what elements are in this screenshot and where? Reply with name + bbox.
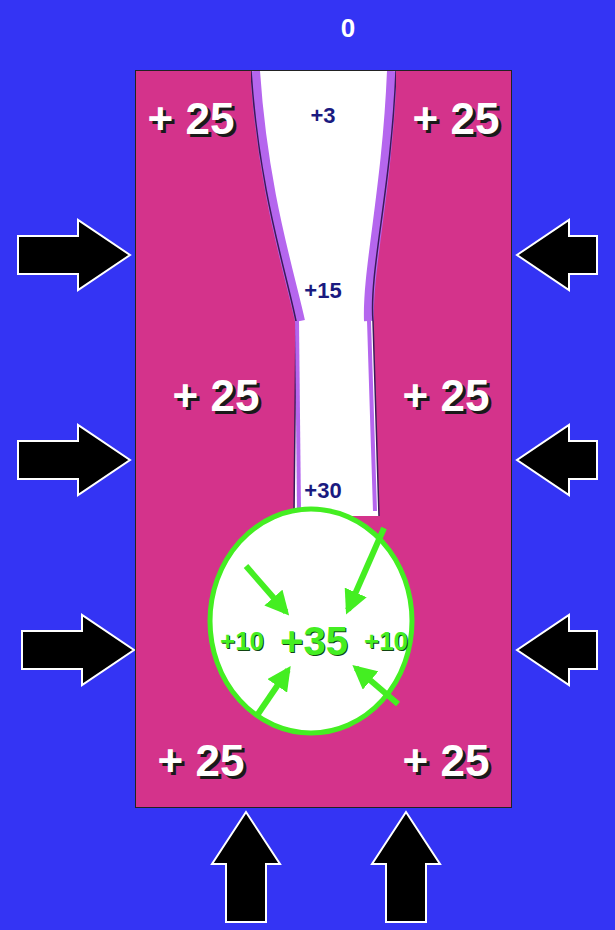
pressure-value: +15	[304, 280, 341, 302]
pressure-value: +35	[280, 621, 348, 661]
tissue-block: + 25+ 25+ 25+ 25+ 25+ 25+3+15+30+10+35+1…	[135, 70, 512, 808]
force-arrow	[18, 425, 130, 495]
force-arrow	[212, 812, 280, 922]
force-arrow	[517, 425, 597, 495]
force-arrow	[372, 812, 440, 922]
pressure-value: + 25	[403, 374, 490, 418]
pressure-value: +3	[310, 105, 335, 127]
force-arrow	[22, 615, 134, 685]
force-arrow	[18, 220, 130, 290]
pressure-value: + 25	[173, 374, 260, 418]
pressure-arrow	[246, 566, 286, 612]
force-arrow	[517, 615, 597, 685]
pressure-arrow	[258, 670, 288, 714]
pressure-value: + 25	[158, 739, 245, 783]
reference-pressure: 0	[341, 15, 355, 41]
pressure-value: + 25	[413, 97, 500, 141]
pressure-value: +10	[364, 628, 408, 654]
pressure-value: + 25	[403, 739, 490, 783]
pressure-value: +30	[304, 480, 341, 502]
force-arrow	[517, 220, 597, 290]
duct-lumen: +3 +15 +30	[251, 71, 396, 516]
pressure-value: + 25	[148, 97, 235, 141]
cyst-ellipse: +10 +35 +10	[206, 506, 416, 736]
pressure-arrow	[348, 528, 384, 610]
pressure-value: +10	[220, 628, 264, 654]
pressure-arrow	[356, 668, 398, 704]
